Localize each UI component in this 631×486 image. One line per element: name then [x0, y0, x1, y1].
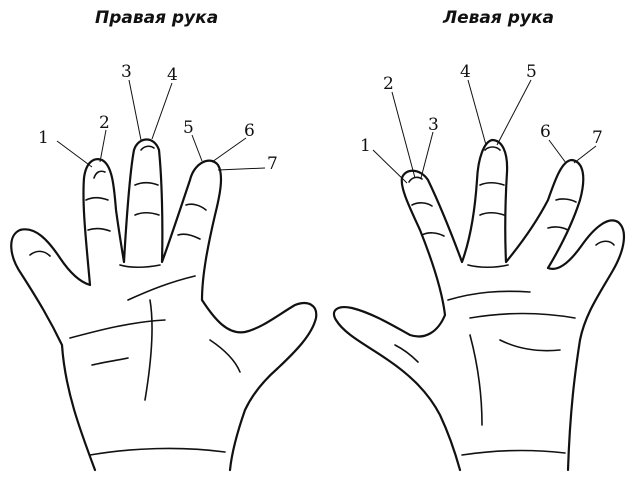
- heading-left-hand: Левая рука: [443, 8, 554, 28]
- right-point-label: 5: [183, 118, 194, 138]
- left-leader-3: [421, 132, 433, 178]
- right-leader-5: [192, 135, 202, 161]
- right-hand-crease: [178, 234, 200, 239]
- right-point-label: 2: [99, 113, 110, 133]
- left-hand-crease: [409, 177, 422, 182]
- left-hand-crease: [548, 227, 568, 230]
- right-leader-2: [100, 130, 106, 162]
- left-leader-5: [497, 80, 531, 145]
- left-hand: 1 2 3 4 5 6 7: [334, 62, 624, 470]
- left-point-label: 2: [383, 74, 394, 94]
- right-hand-outline: [11, 139, 316, 470]
- right-hand-crease: [90, 448, 225, 455]
- right-point-label: 6: [244, 121, 255, 141]
- right-hand-crease: [94, 171, 105, 178]
- left-hand-crease: [448, 291, 530, 300]
- left-hand-crease: [395, 345, 418, 362]
- left-point-label: 4: [460, 62, 471, 82]
- right-hand-crease: [135, 213, 159, 215]
- right-leader-3: [129, 80, 141, 140]
- left-hand-crease: [422, 233, 444, 236]
- right-hand-crease: [145, 300, 152, 400]
- right-hand-crease: [92, 358, 128, 365]
- right-leader-7: [218, 168, 265, 170]
- right-hand-crease: [210, 340, 240, 372]
- right-leader-1: [57, 141, 92, 167]
- left-hand-crease: [480, 213, 504, 215]
- left-leader-4: [468, 80, 486, 145]
- right-hand-crease: [88, 229, 110, 231]
- right-hand-crease: [30, 251, 50, 256]
- right-hand-crease: [135, 183, 158, 185]
- right-point-label: 3: [121, 62, 132, 82]
- left-hand-crease: [462, 451, 565, 455]
- right-hand-crease: [70, 320, 165, 338]
- right-leader-4: [152, 83, 172, 139]
- left-point-label: 6: [540, 122, 551, 142]
- left-leader-1: [373, 150, 407, 183]
- heading-right-hand: Правая рука: [95, 8, 218, 28]
- left-hand-crease: [500, 340, 560, 351]
- left-hand-crease: [412, 203, 432, 206]
- right-point-label: 7: [267, 154, 278, 174]
- left-leader-7: [574, 146, 596, 163]
- right-point-label: 4: [167, 65, 178, 85]
- left-hand-outline: [334, 140, 624, 470]
- left-point-label: 1: [360, 136, 371, 156]
- right-leader-6: [212, 138, 246, 162]
- left-hand-crease: [596, 241, 614, 245]
- right-hand-crease: [86, 198, 108, 200]
- right-hand: 1 2 3 4 5 6 7: [11, 62, 316, 470]
- right-point-label: 1: [38, 128, 49, 148]
- left-point-label: 3: [428, 115, 439, 135]
- right-hand-crease: [128, 276, 195, 300]
- left-hand-crease: [556, 199, 576, 202]
- left-point-label: 5: [526, 62, 537, 82]
- left-hand-crease: [468, 265, 508, 267]
- left-hand-crease: [485, 147, 500, 150]
- left-hand-crease: [470, 335, 482, 425]
- left-hand-crease: [470, 314, 575, 319]
- left-leader-2: [392, 92, 415, 178]
- right-hand-crease: [141, 146, 154, 150]
- left-point-label: 7: [592, 128, 603, 148]
- right-hand-crease: [186, 204, 206, 210]
- left-hand-crease: [480, 183, 504, 185]
- left-leader-6: [549, 140, 566, 163]
- right-hand-crease: [120, 265, 160, 267]
